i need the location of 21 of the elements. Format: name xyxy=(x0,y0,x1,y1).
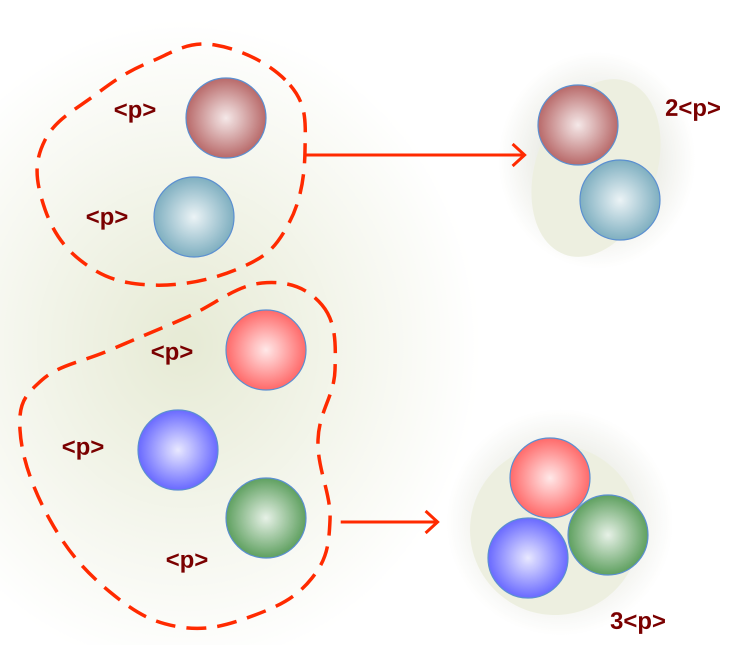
sphere-label: <p> xyxy=(114,103,156,123)
sphere xyxy=(185,77,267,159)
dashed-outline xyxy=(18,280,338,630)
sphere xyxy=(137,409,219,491)
arrow xyxy=(305,142,527,168)
sphere xyxy=(509,437,591,519)
arrow xyxy=(340,510,440,534)
sphere-label: <p> xyxy=(152,345,192,365)
sphere xyxy=(153,176,235,258)
sphere xyxy=(579,159,661,241)
sphere xyxy=(487,517,569,599)
sphere xyxy=(567,494,649,576)
dashed-outline xyxy=(35,42,308,287)
sphere-label: 2<p> xyxy=(666,99,720,121)
sphere xyxy=(225,477,307,559)
sphere xyxy=(225,309,307,391)
sphere xyxy=(537,84,619,166)
sphere-label: <p> xyxy=(62,440,104,460)
sphere-label: <p> xyxy=(86,210,128,230)
sphere-label: 3<p> xyxy=(610,612,665,634)
sphere-label: <p> xyxy=(166,553,208,573)
